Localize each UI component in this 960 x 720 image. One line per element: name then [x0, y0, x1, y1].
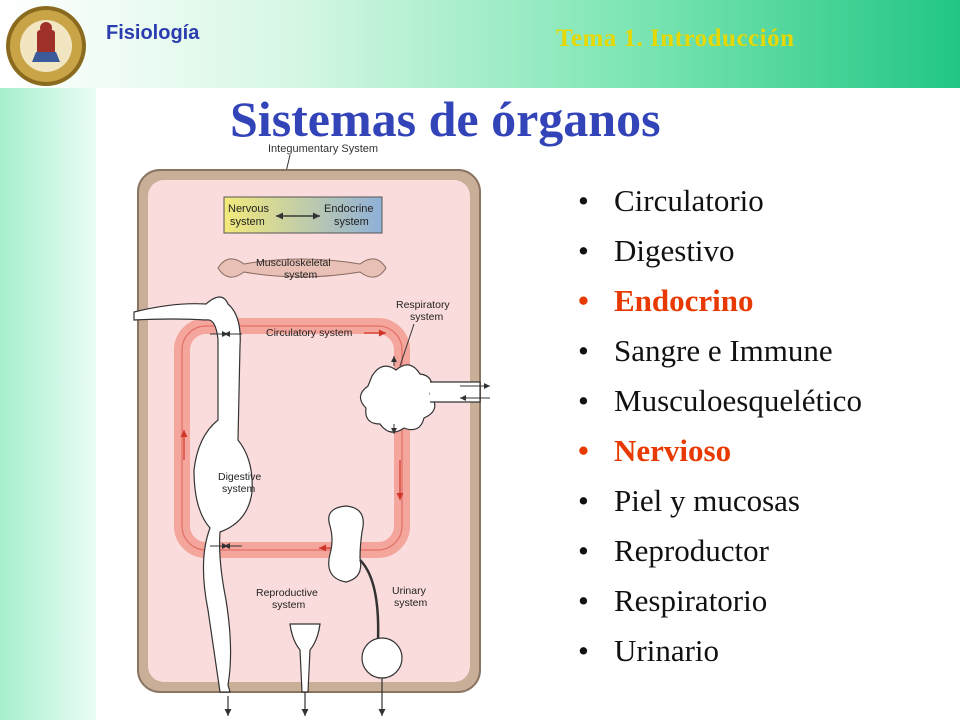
- list-item-label: Musculoesquelético: [614, 383, 862, 418]
- digestive-label: Digestive: [218, 471, 261, 483]
- bullet-dot: •: [578, 283, 589, 318]
- university-seal-icon: [6, 6, 86, 86]
- list-item: • Musculoesquelético: [578, 376, 862, 426]
- bullet-dot: •: [578, 233, 589, 268]
- slide-title: Sistemas de órganos: [230, 91, 661, 147]
- list-item: • Digestivo: [578, 226, 862, 276]
- bullet-dot: •: [578, 383, 589, 418]
- list-item-label: Circulatorio: [614, 183, 764, 218]
- bullet-dot: •: [578, 633, 589, 668]
- nervous-label: Nervous: [228, 203, 269, 215]
- list-item: • Sangre e Immune: [578, 326, 862, 376]
- bullet-dot: •: [578, 483, 589, 518]
- respiratory-lungs: [359, 364, 436, 433]
- list-item-label: Digestivo: [614, 233, 735, 268]
- bullet-dot: •: [578, 183, 589, 218]
- list-item-label: Nervioso: [614, 433, 732, 468]
- list-item: • Endocrino: [578, 276, 862, 326]
- endocrine-label: Endocrine: [324, 203, 374, 215]
- topic-label: Tema 1. Introducción: [556, 25, 795, 52]
- urinary-ureter: [359, 559, 380, 641]
- list-item-label: Reproductor: [614, 533, 769, 568]
- urinary-kidney: [328, 505, 364, 583]
- bullet-dot: •: [578, 583, 589, 618]
- organ-system-list: • Circulatorio • Digestivo • Endocrino • Sangre…: [578, 176, 862, 676]
- exchange-arrows: [210, 331, 397, 549]
- list-item-label: Sangre e Immune: [614, 333, 833, 368]
- bullet-dot: •: [578, 433, 589, 468]
- digestive-system-label: system: [222, 483, 256, 495]
- reproductive-organ: [289, 623, 321, 693]
- respiratory-pointer: [399, 323, 415, 367]
- header-bar: [0, 0, 960, 88]
- list-item: • Urinario: [578, 626, 862, 676]
- organ-systems-diagram: Integumentary System Nervous system Endo…: [133, 143, 490, 716]
- musculoskeletal-shape: [217, 258, 387, 278]
- bullet-dot: •: [578, 333, 589, 368]
- list-item-label: Urinario: [614, 633, 720, 668]
- list-item: • Respiratorio: [578, 576, 862, 626]
- list-item: • Reproductor: [578, 526, 862, 576]
- urinary-bladder: [361, 637, 403, 679]
- list-item: • Circulatorio: [578, 176, 862, 226]
- reproductive-system-label: system: [272, 599, 306, 611]
- endocrine-system-label: system: [334, 216, 369, 228]
- list-item: • Piel y mucosas: [578, 476, 862, 526]
- nervous-system-label: system: [230, 216, 265, 228]
- musculoskeletal-label: Musculoskeletal: [256, 257, 331, 269]
- list-item-label: Respiratorio: [614, 583, 768, 618]
- respiratory-airway: [430, 381, 481, 403]
- respiratory-label: Respiratory: [396, 299, 450, 311]
- urinary-label: Urinary: [392, 585, 427, 597]
- sidebar-gradient: [0, 88, 96, 720]
- list-item-label: Piel y mucosas: [614, 483, 800, 518]
- list-item-label: Endocrino: [614, 283, 754, 318]
- urinary-system-label: system: [394, 597, 428, 609]
- reproductive-label: Reproductive: [256, 587, 318, 599]
- subject-label: Fisiología: [106, 22, 200, 44]
- circulatory-label: Circulatory system: [266, 327, 353, 339]
- integumentary-label: Integumentary System: [268, 143, 378, 155]
- bullet-dot: •: [578, 533, 589, 568]
- respiratory-system-label: system: [410, 311, 444, 323]
- musculoskeletal-system-label: system: [284, 269, 318, 281]
- digestive-tract: [133, 296, 253, 693]
- list-item: • Nervioso: [578, 426, 862, 476]
